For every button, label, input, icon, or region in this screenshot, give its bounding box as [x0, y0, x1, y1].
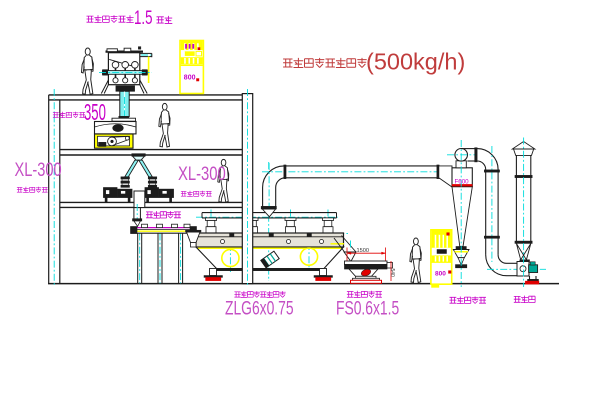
svg-text:XL-300: XL-300 — [15, 159, 62, 180]
svg-text:1.5: 1.5 — [134, 8, 152, 29]
svg-text:FS0.6x1.5: FS0.6x1.5 — [336, 297, 399, 319]
svg-text:800: 800 — [435, 270, 446, 277]
svg-text:F600: F600 — [455, 178, 470, 185]
svg-text:ZLG6x0.75: ZLG6x0.75 — [225, 297, 294, 319]
svg-text:350: 350 — [84, 99, 106, 125]
svg-text:1500: 1500 — [357, 248, 369, 254]
svg-text:XL-300: XL-300 — [178, 163, 226, 184]
svg-text:(500kg/h): (500kg/h) — [366, 49, 465, 75]
svg-text:540: 540 — [389, 269, 395, 278]
svg-text:800: 800 — [184, 74, 196, 81]
